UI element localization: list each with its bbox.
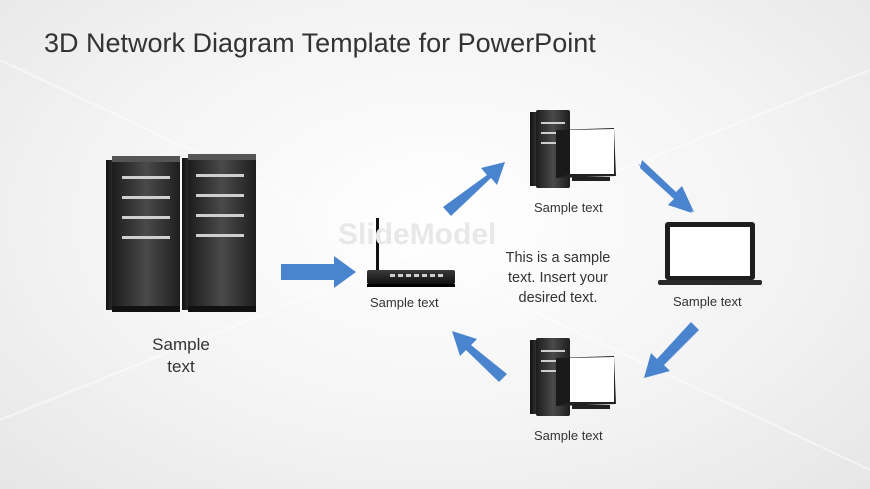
router-icon — [367, 218, 455, 287]
server-rack-right — [182, 154, 256, 312]
laptop-icon — [658, 222, 762, 285]
desktop-computer-icon — [530, 110, 616, 188]
page-title: 3D Network Diagram Template for PowerPoi… — [44, 28, 596, 58]
laptop-label: Sample text — [673, 294, 742, 309]
arrow-to-bottom-workstation — [644, 322, 699, 378]
arrow-to-router — [281, 256, 356, 288]
servers-label-line2: text — [167, 357, 195, 376]
router-label: Sample text — [370, 295, 439, 310]
background-rays — [0, 59, 870, 471]
server-rack-icon — [106, 154, 256, 312]
servers-label-line1: Sample — [152, 335, 210, 354]
arrow-to-top-workstation — [443, 162, 505, 216]
desktop-computer-icon-bottom — [530, 338, 616, 416]
center-text-line2: text. Insert your — [508, 270, 608, 286]
center-text-line1: This is a sample — [505, 250, 611, 266]
server-rack-left — [106, 156, 180, 312]
center-description: This is a sample text. Insert your desir… — [478, 248, 638, 308]
servers-label: Sample text — [136, 334, 226, 378]
arrow-to-router-from-bottom — [452, 331, 507, 382]
center-text-line3: desired text. — [518, 290, 598, 306]
top-workstation-label: Sample text — [534, 200, 603, 215]
bottom-workstation-label: Sample text — [534, 428, 603, 443]
watermark: SlideModel — [338, 218, 497, 251]
